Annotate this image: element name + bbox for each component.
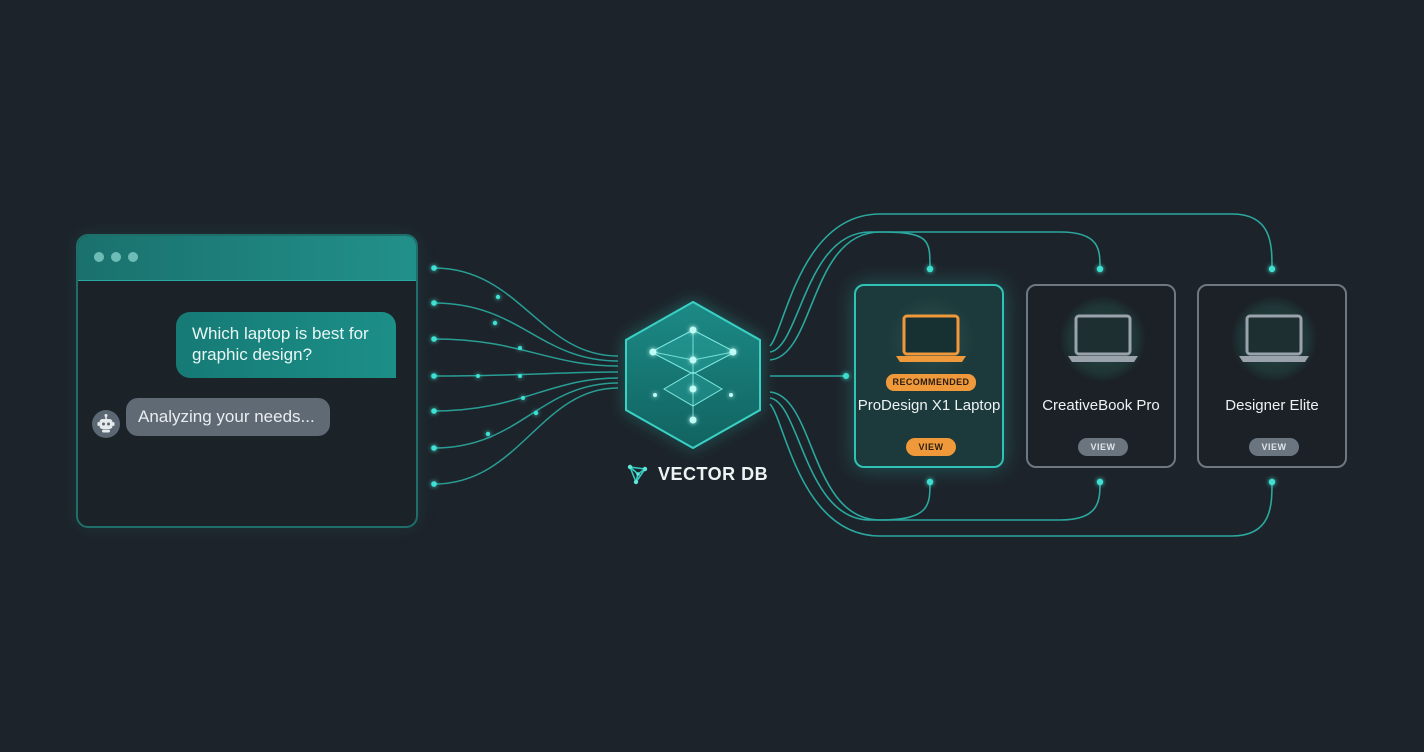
view-button[interactable]: VIEW <box>1249 438 1299 456</box>
chat-window: Which laptop is best for graphic design?… <box>76 234 418 528</box>
vector-db-text: VECTOR DB <box>658 463 769 484</box>
laptop-icon <box>1239 314 1309 362</box>
vector-db-label: VECTOR DB <box>626 462 768 486</box>
product-title: ProDesign X1 Laptop <box>857 397 1001 414</box>
output-routing-nodes <box>843 265 1276 486</box>
view-button[interactable]: VIEW <box>1078 438 1128 456</box>
product-title: CreativeBook Pro <box>1042 397 1160 414</box>
laptop-icon <box>1068 314 1138 362</box>
chat-titlebar <box>78 236 416 281</box>
output-routing-lines <box>769 213 1273 537</box>
product-card-prodesign-x1[interactable]: RECOMMENDED ProDesign X1 Laptop VIEW <box>854 284 1004 468</box>
window-dot[interactable] <box>94 252 104 262</box>
input-stream-nodes <box>431 265 539 487</box>
window-dot[interactable] <box>111 252 121 262</box>
vector-db-hexagon <box>625 300 761 450</box>
laptop-icon <box>896 314 966 362</box>
product-card-designer-elite[interactable]: Designer Elite VIEW <box>1197 284 1347 468</box>
recommended-badge: RECOMMENDED <box>886 374 976 391</box>
network-nodes-icon <box>627 464 648 485</box>
view-button[interactable]: VIEW <box>906 438 956 456</box>
bot-message-bubble: Analyzing your needs... <box>126 398 330 436</box>
window-dot[interactable] <box>128 252 138 262</box>
input-stream-lines <box>433 267 619 485</box>
bot-avatar-icon <box>92 410 120 438</box>
user-message-bubble: Which laptop is best for graphic design? <box>176 312 396 378</box>
product-card-creativebook-pro[interactable]: CreativeBook Pro VIEW <box>1026 284 1176 468</box>
product-title: Designer Elite <box>1225 397 1319 414</box>
